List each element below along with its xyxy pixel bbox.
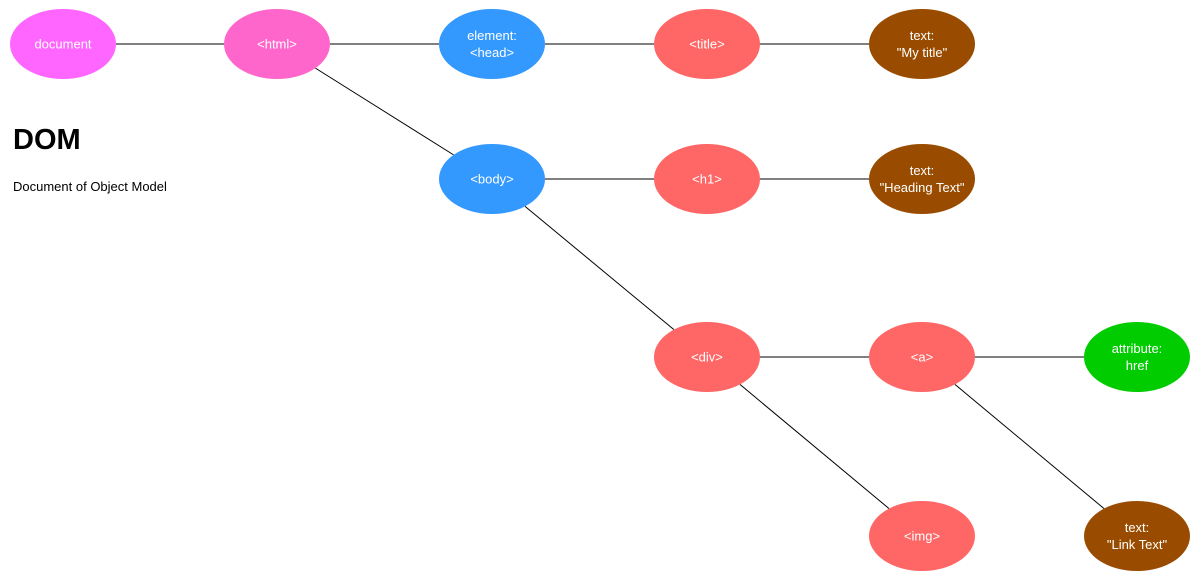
node-head-shape bbox=[439, 9, 545, 79]
node-title-shape bbox=[654, 9, 760, 79]
node-img-label: <img> bbox=[904, 529, 940, 544]
node-div: <div> bbox=[654, 322, 760, 392]
edge-div-to-img bbox=[739, 384, 890, 509]
node-text-link-shape bbox=[1084, 501, 1190, 571]
node-head-label: element: bbox=[467, 28, 517, 43]
node-h1-label: <h1> bbox=[692, 172, 722, 187]
node-attr-href-shape bbox=[1084, 322, 1190, 392]
node-body-shape bbox=[439, 144, 545, 214]
node-title: <title> bbox=[654, 9, 760, 79]
node-head-label: <head> bbox=[470, 45, 514, 60]
edge-body-to-div bbox=[524, 205, 675, 331]
node-div-label: <div> bbox=[691, 350, 723, 365]
node-img: <img> bbox=[869, 501, 975, 571]
nodes: document <html> element: <head> <title> text:… bbox=[10, 9, 1190, 571]
node-attr-href: attribute: href bbox=[1084, 322, 1190, 392]
node-img-shape bbox=[869, 501, 975, 571]
node-h1-shape bbox=[654, 144, 760, 214]
node-text-link: text: "Link Text" bbox=[1084, 501, 1190, 571]
node-document-shape bbox=[10, 9, 116, 79]
node-attr-href-label: href bbox=[1126, 358, 1149, 373]
node-text-heading-shape bbox=[869, 144, 975, 214]
node-body-label: <body> bbox=[470, 172, 513, 187]
node-text-title-shape bbox=[869, 9, 975, 79]
node-text-heading-label: text: bbox=[910, 163, 935, 178]
node-div-shape bbox=[654, 322, 760, 392]
edge-a-to-text-link bbox=[954, 384, 1105, 509]
node-a: <a> bbox=[869, 322, 975, 392]
node-title-label: <title> bbox=[689, 37, 724, 52]
node-text-heading-label: "Heading Text" bbox=[880, 180, 965, 195]
edges bbox=[116, 43, 1105, 509]
node-html-shape bbox=[224, 9, 330, 79]
node-document: document bbox=[10, 9, 116, 79]
node-text-title: text: "My title" bbox=[869, 9, 975, 79]
node-html: <html> bbox=[224, 9, 330, 79]
node-a-shape bbox=[869, 322, 975, 392]
node-text-heading: text: "Heading Text" bbox=[869, 144, 975, 214]
node-text-link-label: "Link Text" bbox=[1107, 537, 1168, 552]
node-document-label: document bbox=[34, 37, 91, 52]
edge-html-to-body bbox=[315, 67, 454, 156]
node-html-label: <html> bbox=[257, 37, 297, 52]
node-attr-href-label: attribute: bbox=[1112, 341, 1163, 356]
node-a-label: <a> bbox=[911, 350, 933, 365]
page-title: DOM bbox=[13, 124, 81, 156]
node-body: <body> bbox=[439, 144, 545, 214]
node-text-title-label: text: bbox=[910, 28, 935, 43]
node-text-title-label: "My title" bbox=[897, 45, 948, 60]
node-head: element: <head> bbox=[439, 9, 545, 79]
node-h1: <h1> bbox=[654, 144, 760, 214]
page-subtitle: Document of Object Model bbox=[13, 179, 167, 194]
node-text-link-label: text: bbox=[1125, 520, 1150, 535]
